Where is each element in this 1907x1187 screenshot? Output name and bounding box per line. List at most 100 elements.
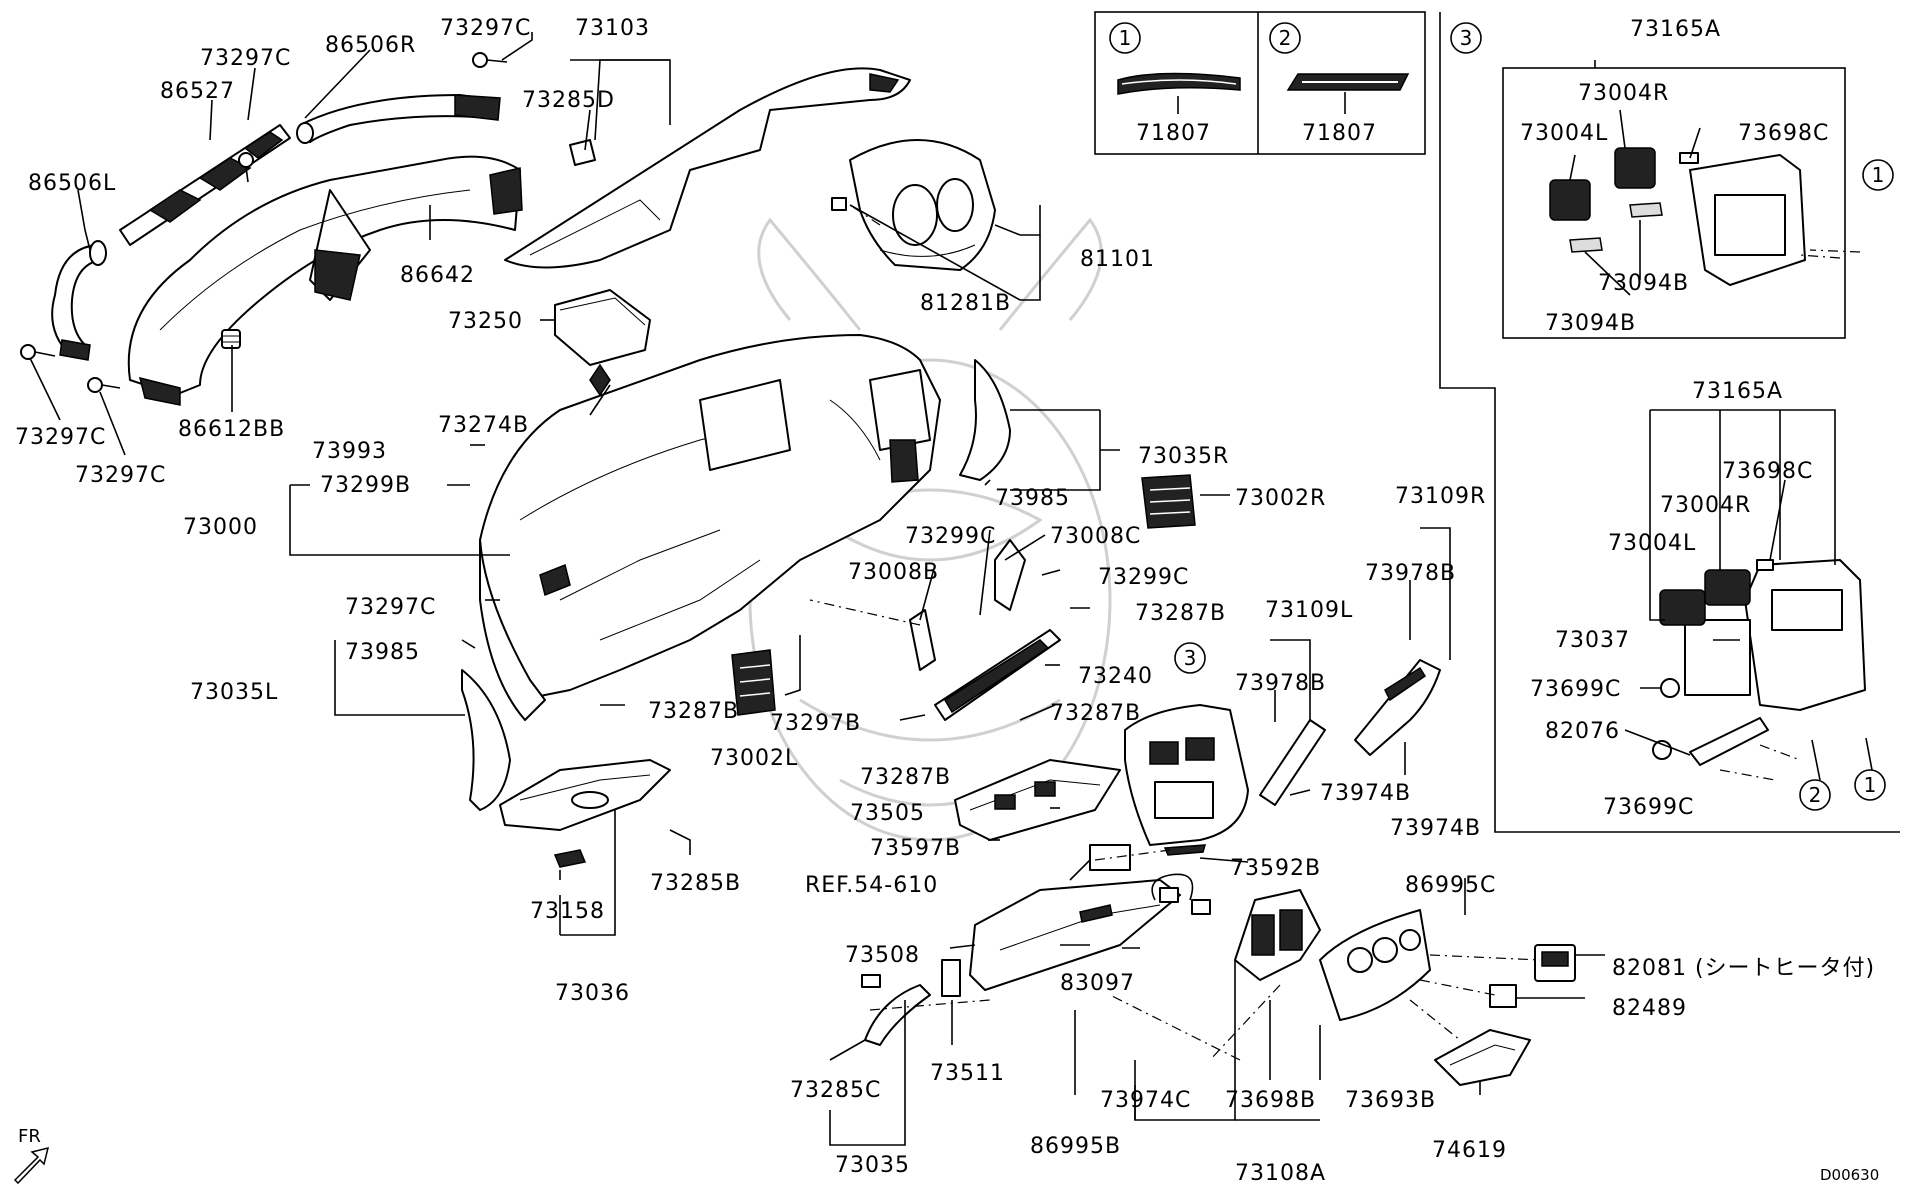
marker-2-lower: 2 <box>1809 783 1822 807</box>
label-73297C-top: 73297C <box>440 16 531 41</box>
label-73285D: 73285D <box>522 88 615 113</box>
console-73108A-drawing <box>1234 889 1431 1021</box>
vent-73004R-upper-icon <box>1614 147 1656 189</box>
duct-86506L-drawing <box>51 240 107 361</box>
meter-hood-81101-drawing <box>831 139 996 271</box>
label-73698C-lower: 73698C <box>1722 459 1813 484</box>
label-73285C: 73285C <box>790 1078 881 1103</box>
vent-73002L-drawing <box>731 649 776 716</box>
center-bezel-drawing <box>1124 704 1249 856</box>
phantom-lines <box>809 204 1861 1061</box>
active-gear-emblem-icon <box>1286 73 1410 91</box>
label-86642: 86642 <box>400 263 475 288</box>
marker-1a-circle <box>1862 159 1894 191</box>
bezel-73165A-upper-drawing <box>1549 147 1806 286</box>
label-73109R: 73109R <box>1395 484 1486 509</box>
side-panel-73035R-drawing <box>959 359 1011 481</box>
trim-73240-drawing <box>934 629 1061 721</box>
diagram-code: D00630 <box>1820 1166 1879 1184</box>
label-73287B-2: 73287B <box>1050 701 1141 726</box>
marker-1a: 1 <box>1872 163 1885 187</box>
label-73985-right: 73985 <box>995 486 1070 511</box>
airbag-73250-drawing <box>554 289 651 397</box>
label-73002R: 73002R <box>1235 486 1326 511</box>
marker-1-circle <box>1109 22 1141 54</box>
label-74619: 74619 <box>1432 1138 1507 1163</box>
label-73004R-lower: 73004R <box>1660 493 1751 518</box>
label-73698B: 73698B <box>1225 1088 1316 1113</box>
switch-82489-icon <box>1489 984 1517 1008</box>
marker-2-circle <box>1269 22 1301 54</box>
side-trim-73109L-drawing <box>1259 719 1326 806</box>
label-73004R-upper: 73004R <box>1578 81 1669 106</box>
direction-label: FR <box>18 1126 41 1147</box>
label-86506R: 86506R <box>325 33 416 58</box>
label-73297C-5: 73297C <box>345 595 436 620</box>
label-73287B-4: 73287B <box>860 765 951 790</box>
label-73299C-2: 73299C <box>1098 565 1189 590</box>
label-73699C-2: 73699C <box>1603 795 1694 820</box>
clip-86612BB-icon <box>221 329 241 349</box>
label-73511: 73511 <box>930 1061 1005 1086</box>
label-73158: 73158 <box>530 899 605 924</box>
vent-73004L-lower-icon <box>1659 589 1706 626</box>
arrow-fr-icon <box>13 1146 50 1185</box>
label-73592B: 73592B <box>1230 856 1321 881</box>
label-73698C-upper: 73698C <box>1738 121 1829 146</box>
label-73699C-1: 73699C <box>1530 677 1621 702</box>
marker-2-lower-circle <box>1799 779 1831 811</box>
inset-1-marker: 1 <box>1119 26 1132 50</box>
label-73094B-2: 73094B <box>1545 311 1636 336</box>
label-73974C: 73974C <box>1100 1088 1191 1113</box>
label-73505: 73505 <box>850 801 925 826</box>
label-82489: 82489 <box>1612 996 1687 1021</box>
label-73285B: 73285B <box>650 871 741 896</box>
bracket-73008-drawing <box>909 539 1026 671</box>
label-73250: 73250 <box>448 309 523 334</box>
label-73287B-3: 73287B <box>648 699 739 724</box>
harness-83097-drawing <box>1151 873 1211 915</box>
label-73297C-2: 73297C <box>200 46 291 71</box>
label-73287B-1: 73287B <box>1135 601 1226 626</box>
label-73274B: 73274B <box>438 413 529 438</box>
under-cover-73036-drawing <box>499 759 671 868</box>
label-73978B-2: 73978B <box>1235 671 1326 696</box>
label-73008B: 73008B <box>848 560 939 585</box>
label-86506L: 86506L <box>28 171 116 196</box>
label-83097: 83097 <box>1060 971 1135 996</box>
tray-74619-drawing <box>1434 1029 1531 1086</box>
glove-box-73508-drawing <box>969 844 1181 991</box>
label-86995C: 86995C <box>1405 873 1496 898</box>
label-71807-a: 71807 <box>1136 121 1211 146</box>
direction-indicator: FR <box>13 1126 50 1185</box>
label-73008C: 73008C <box>1050 524 1141 549</box>
callout-3-circle <box>1174 642 1206 674</box>
label-71807-b: 71807 <box>1302 121 1377 146</box>
label-73297C-3: 73297C <box>15 425 106 450</box>
label-73693B: 73693B <box>1345 1088 1436 1113</box>
label-73094B-1: 73094B <box>1598 271 1689 296</box>
side-trim-73109R-drawing <box>1354 659 1441 756</box>
label-86995B: 86995B <box>1030 1134 1121 1159</box>
label-81281B: 81281B <box>920 291 1011 316</box>
vent-73004R-lower-icon <box>1704 569 1751 606</box>
label-73035L: 73035L <box>190 680 278 705</box>
label-73240: 73240 <box>1078 664 1153 689</box>
side-panel-73035L-drawing <box>461 669 511 811</box>
label-73109L: 73109L <box>1265 598 1353 623</box>
bezel-73165A-lower-drawing <box>1652 559 1866 766</box>
label-73165A-lower: 73165A <box>1692 379 1783 404</box>
label-73035R: 73035R <box>1138 444 1229 469</box>
label-81101: 81101 <box>1080 247 1155 272</box>
inset-3-marker: 3 <box>1460 26 1473 50</box>
label-73974B-1: 73974B <box>1320 781 1411 806</box>
label-86612BB: 86612BB <box>178 417 285 442</box>
part-labels: 73297C 86506R 73297C 86527 86506L 86642 … <box>15 16 1874 1186</box>
label-73103: 73103 <box>575 16 650 41</box>
label-82076: 82076 <box>1545 719 1620 744</box>
label-73000: 73000 <box>183 515 258 540</box>
dashboard-73000-drawing <box>479 334 941 721</box>
label-73297C-4: 73297C <box>75 463 166 488</box>
duct-86642-drawing <box>127 155 523 406</box>
